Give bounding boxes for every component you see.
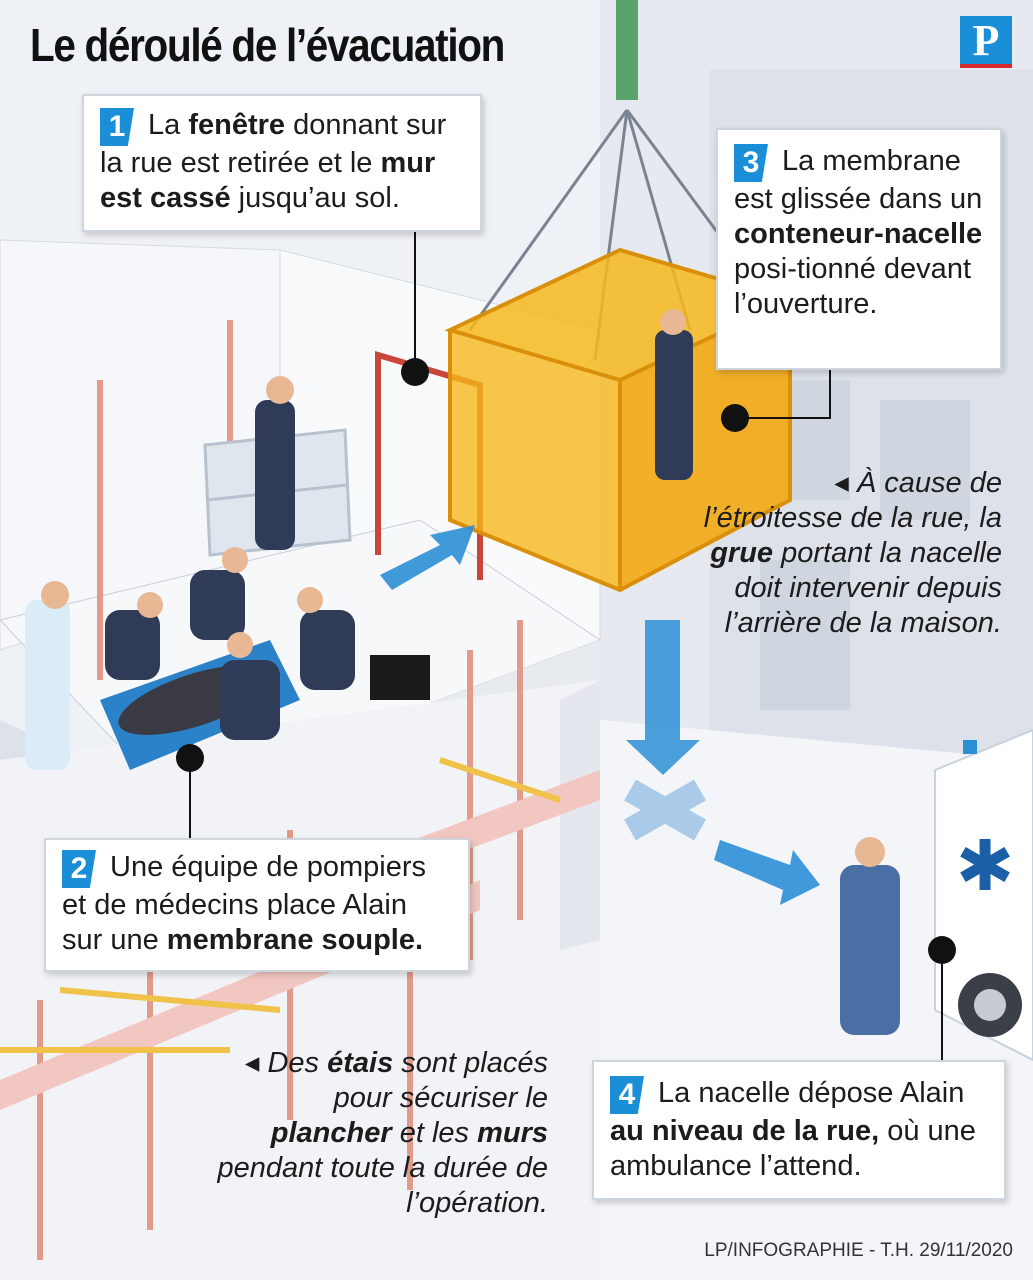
leader-lines — [189, 230, 943, 1060]
responders — [25, 376, 430, 770]
props-note-marker: ◂ — [244, 1047, 260, 1079]
props-note: ◂ Des étais sont placés pour sécuriser l… — [217, 1047, 548, 1219]
step-1-number: 1 — [100, 108, 134, 146]
step-3-number: 3 — [734, 144, 768, 182]
ambulance: ✱ — [934, 728, 1033, 1062]
step-4-number: 4 — [610, 1076, 644, 1114]
step-2-number: 2 — [62, 850, 96, 888]
crane-note: ◂ À cause de l’étroitesse de la rue, la … — [703, 467, 1002, 639]
credit-line: LP/INFOGRAPHIE - T.H. 29/11/2020 — [704, 1240, 1013, 1261]
crane-strap — [616, 0, 638, 100]
movement-arrows — [380, 525, 820, 905]
brand-logo: P — [960, 16, 1012, 68]
ambulance-medic — [840, 837, 900, 1035]
page-title: Le déroulé de l’évacuation — [30, 19, 505, 71]
svg-text:✱: ✱ — [956, 825, 1015, 907]
crane-note-marker: ◂ — [834, 467, 849, 499]
landing-cross — [624, 779, 706, 841]
callout-dots — [176, 358, 956, 964]
nacelle — [444, 247, 796, 593]
